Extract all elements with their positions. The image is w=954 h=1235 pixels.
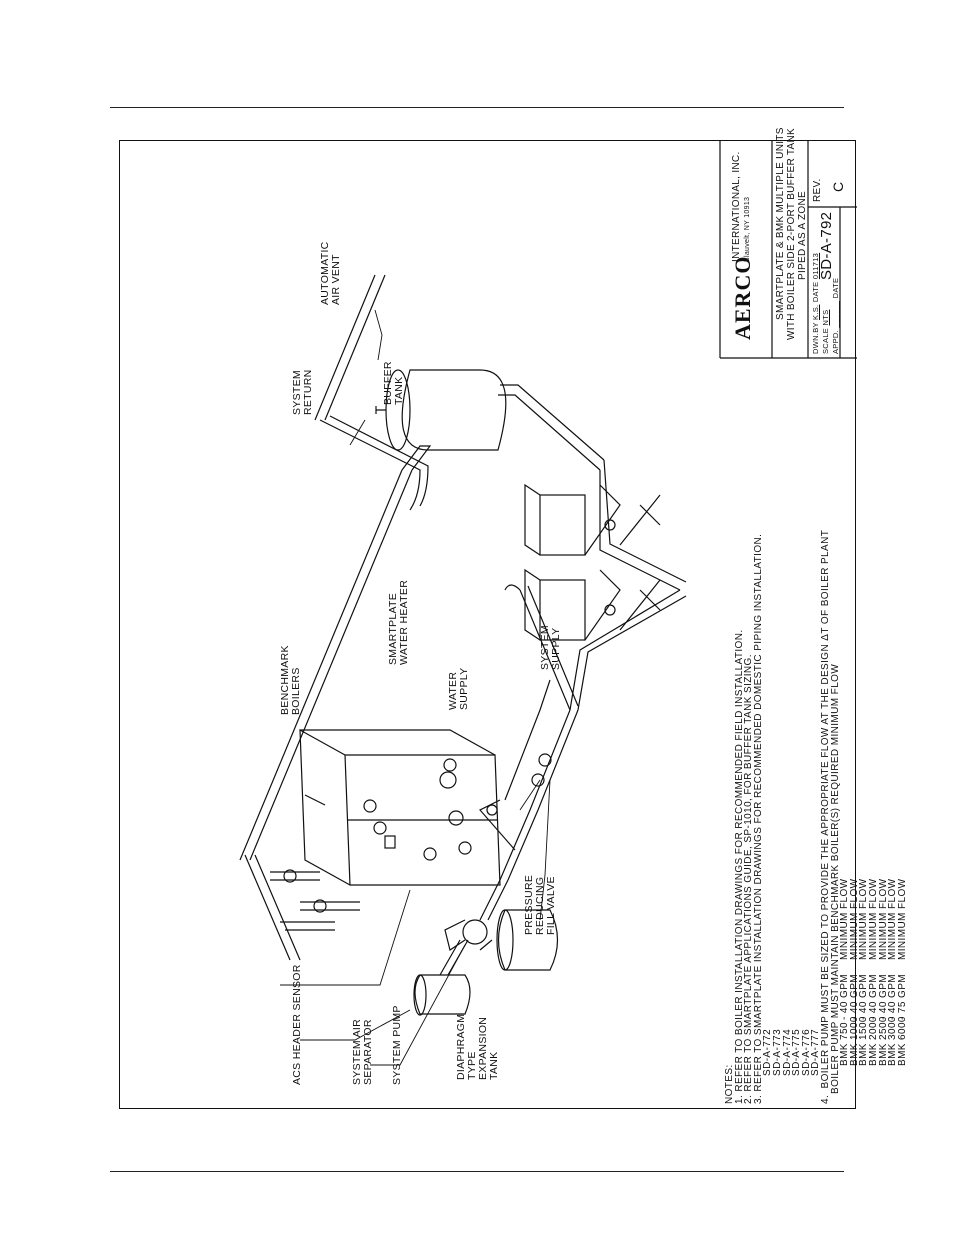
footer-rule: [110, 1171, 844, 1172]
flow-gpm: - 75 GPM: [896, 974, 908, 1020]
flow-label: MINIMUM FLOW: [896, 878, 908, 960]
drawing-number: SD-A-792: [818, 211, 835, 280]
appd-row: APPD. ______ DATE: [831, 277, 840, 354]
drawing-sheet: ACS HEADER SENSOR SYSTEM AIR SEPARATOR S…: [120, 127, 908, 1110]
flow-model: BMK 6000: [896, 1016, 908, 1066]
benchmark-boilers-shape: [299, 728, 501, 886]
appd-date-label: DATE: [831, 277, 840, 299]
system-return-pipe: [314, 274, 429, 511]
scale-value: NTS: [821, 309, 830, 326]
drawing-title-line-1: SMARTPLATE & BMK MULTIPLE UNITS: [775, 127, 786, 320]
scale-label: SCALE: [821, 327, 830, 354]
system-pump-shape: [444, 879, 509, 951]
buffer-tank-shape: [375, 369, 507, 451]
rev-label: REV.: [812, 178, 823, 202]
scale-row: SCALE NTS: [821, 310, 830, 354]
header-rule: [110, 107, 844, 108]
appd-label: APPD.: [831, 329, 840, 354]
leader-lines: [280, 309, 551, 1066]
date-label: DATE: [811, 281, 820, 303]
rev-value: C: [830, 181, 846, 192]
drawing-frame: ACS HEADER SENSOR SYSTEM AIR SEPARATOR S…: [119, 127, 908, 1110]
fill-valve-piping: [479, 589, 687, 881]
company-address: Blauvelt, NY 10913: [744, 196, 751, 262]
boiler-valves: [244, 799, 472, 961]
buffer-to-heater-pipe: [498, 384, 687, 591]
expansion-tank-shape: [479, 909, 559, 971]
aerco-logo: AERCO: [730, 255, 755, 340]
drawing-title-line-2: WITH BOILER SIDE 2-PORT BUFFER TANK: [786, 127, 797, 340]
system-supply-pipe: [504, 584, 579, 711]
company-name: INTERNATIONAL, INC.: [731, 151, 742, 262]
dwn-by-value: K.S.: [811, 304, 820, 320]
drawing-title-line-3: PIPED AS A ZONE: [797, 191, 808, 280]
piping-schematic: [239, 274, 687, 1066]
dwn-by-label: DWN.BY: [811, 322, 820, 354]
smartplate-heater-shape: [524, 483, 661, 641]
title-block-lines: [719, 141, 857, 359]
flow-row: BMK 6000- 75 GPM MINIMUM FLOW: [896, 530, 908, 1104]
